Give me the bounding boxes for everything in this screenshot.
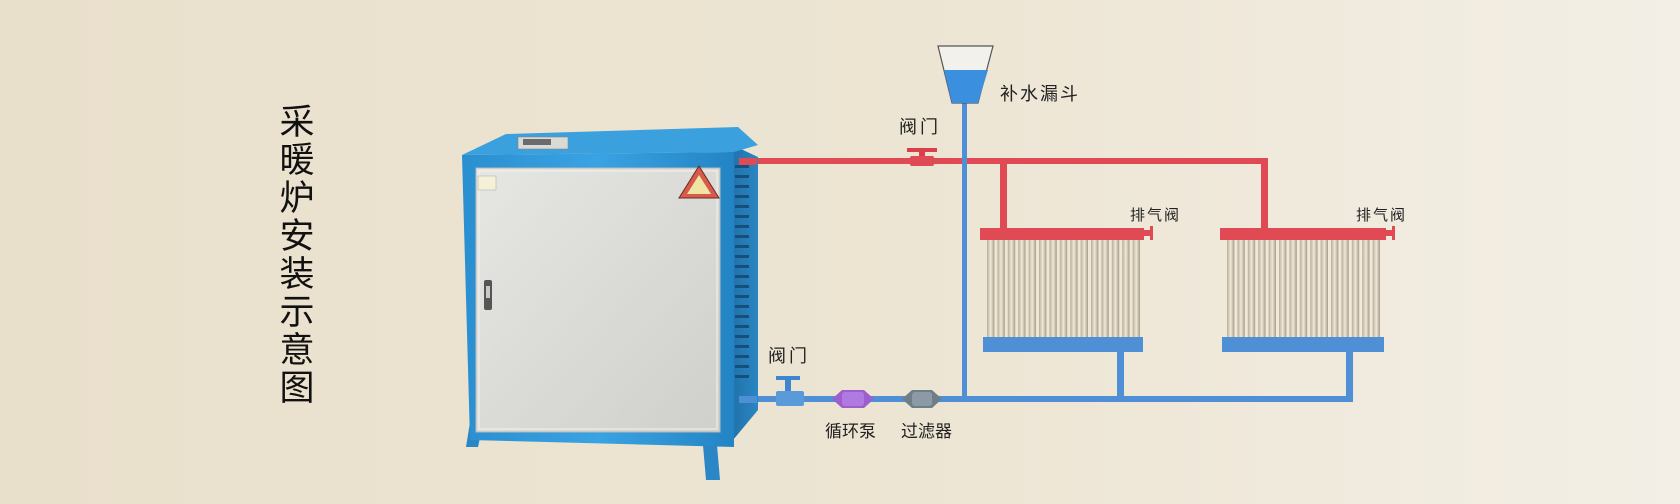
vent-slot — [735, 335, 749, 338]
radiator-fin — [1101, 240, 1109, 337]
title-glyph: 装 — [279, 255, 315, 295]
supply-valve — [907, 148, 937, 166]
radiator-fin — [1247, 240, 1256, 337]
pump-label: 循环泵 — [825, 422, 876, 442]
radiator-fin — [1237, 240, 1245, 337]
radiator-fin — [1341, 240, 1349, 337]
radiator-2 — [1220, 226, 1395, 352]
return-valve — [776, 376, 804, 406]
vent-slot — [735, 195, 749, 198]
circulation-pump — [832, 390, 874, 408]
radiator-fin — [987, 240, 995, 337]
vent-valve-2-label: 排气阀 — [1356, 206, 1407, 224]
fill-pipe — [962, 103, 967, 401]
radiator-2-fins — [1227, 240, 1380, 337]
radiator-fin — [1111, 240, 1120, 337]
vent-slot — [735, 245, 749, 248]
radiator-fin — [1018, 240, 1026, 337]
radiator-fin — [1258, 240, 1266, 337]
title-glyph: 安 — [279, 217, 315, 257]
title-glyph: 炉 — [279, 179, 315, 219]
radiator-fin — [997, 240, 1005, 337]
boiler-vent-slots — [735, 165, 749, 378]
title-glyph: 暖 — [279, 141, 315, 181]
radiator-fin — [1080, 240, 1088, 337]
title-glyph: 采 — [279, 103, 315, 143]
refill-funnel — [937, 45, 994, 104]
title-glyph: 示 — [279, 293, 315, 333]
vent-slot — [735, 375, 749, 378]
title-glyph: 意 — [279, 331, 315, 371]
vent-slot — [735, 325, 749, 328]
radiator-fin — [1331, 240, 1339, 337]
vent-slot — [735, 265, 749, 268]
radiator-fin — [1351, 240, 1360, 337]
return-valve-label: 阀门 — [768, 346, 810, 367]
radiator-fin — [1049, 240, 1057, 337]
vent-slot — [735, 275, 749, 278]
funnel-label: 补水漏斗 — [1000, 84, 1080, 105]
radiator-1 — [980, 226, 1153, 352]
radiator-fin — [1132, 240, 1140, 337]
vent-slot — [735, 175, 749, 178]
vent-slot — [735, 315, 749, 318]
supply-pipe — [755, 158, 1268, 230]
return-pipe — [755, 350, 1353, 402]
vent-slot — [735, 305, 749, 308]
diagram-title: 采暖炉安装示意图 — [275, 104, 319, 408]
filter — [902, 390, 942, 408]
radiator-fin — [1279, 240, 1287, 337]
title-glyph: 图 — [279, 369, 315, 409]
radiator-fin — [1122, 240, 1130, 337]
radiator-fin — [1007, 240, 1016, 337]
vent-slot — [735, 345, 749, 348]
vent-slot — [735, 215, 749, 218]
vent-slot — [735, 235, 749, 238]
vent-slot — [735, 165, 749, 168]
radiator-fin — [1268, 240, 1276, 337]
radiator-fin — [1070, 240, 1078, 337]
supply-valve-label: 阀门 — [899, 117, 941, 138]
radiator-fin — [1372, 240, 1380, 337]
radiator-fin — [1310, 240, 1318, 337]
radiator-fin — [1362, 240, 1370, 337]
vent-slot — [735, 365, 749, 368]
vent-slot — [735, 225, 749, 228]
radiator-fin — [1039, 240, 1047, 337]
vent-slot — [735, 295, 749, 298]
radiator-1-fins — [987, 240, 1140, 337]
vent-slot — [735, 185, 749, 188]
radiator-fin — [1289, 240, 1297, 337]
filter-label: 过滤器 — [901, 422, 952, 442]
radiator-fin — [1028, 240, 1036, 337]
radiator-fin — [1227, 240, 1235, 337]
vent-slot — [735, 255, 749, 258]
radiator-fin — [1059, 240, 1068, 337]
radiator-fin — [1299, 240, 1308, 337]
radiator-fin — [1320, 240, 1328, 337]
vent-slot — [735, 205, 749, 208]
boiler-cabinet — [462, 127, 758, 480]
radiator-fin — [1091, 240, 1099, 337]
vent-slot — [735, 285, 749, 288]
vent-slot — [735, 355, 749, 358]
vent-valve-1-label: 排气阀 — [1130, 206, 1181, 224]
